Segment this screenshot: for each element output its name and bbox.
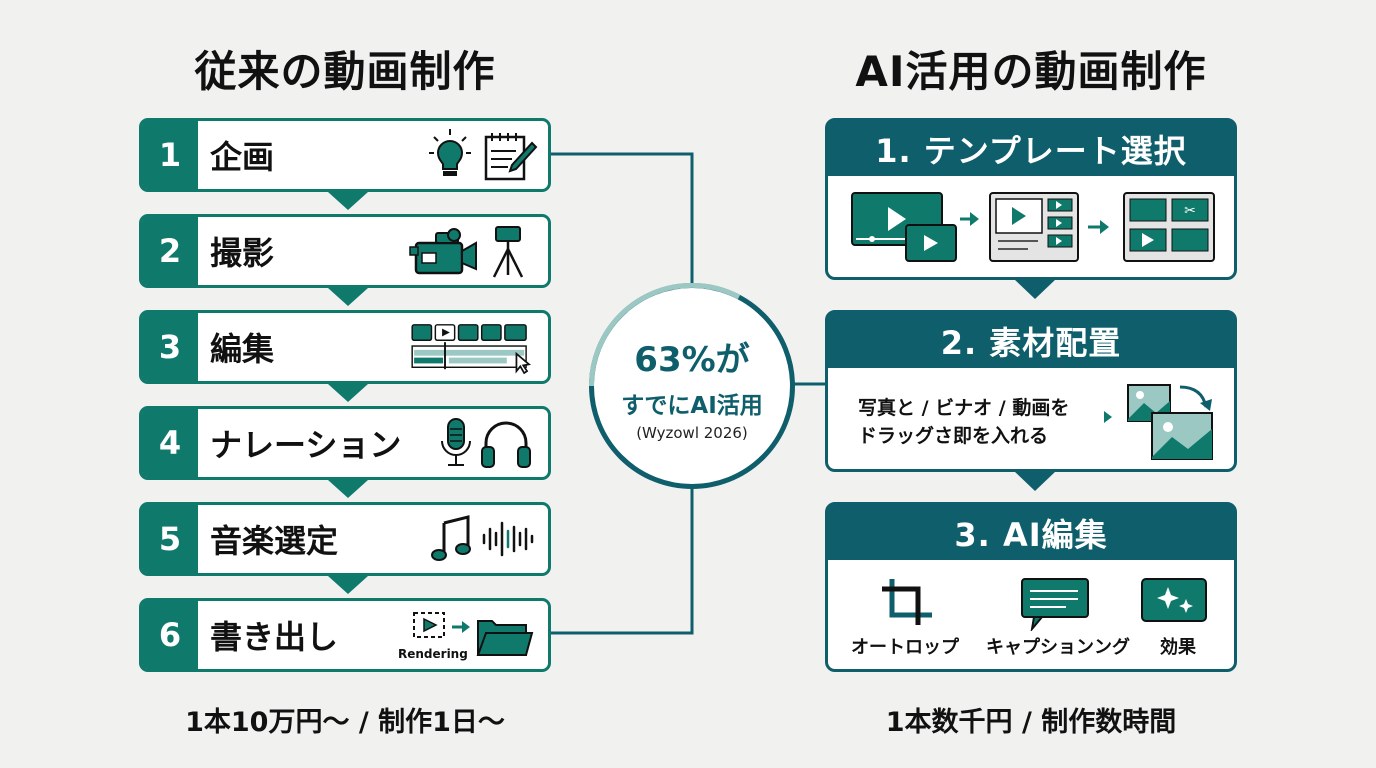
step-number: 2 <box>142 217 198 285</box>
microphone-icon <box>441 418 471 466</box>
right-heading: AI活用の動画制作 <box>855 47 1207 96</box>
step-5: 5 音楽選定 <box>139 502 551 594</box>
left-footer: 1本10万円〜 / 制作1日〜 <box>185 707 505 738</box>
step-4: 4 ナレーション <box>139 406 551 498</box>
step-number: 4 <box>142 409 198 477</box>
step-number: 1 <box>142 121 198 189</box>
template-layouts-icon: ✂ <box>851 192 1215 262</box>
step-number: 6 <box>142 601 198 669</box>
placement-text-line1: 写真と / ビナオ / 動画を <box>858 397 1070 419</box>
render-play-icon <box>413 612 445 638</box>
lightbulb-icon <box>429 129 471 176</box>
step-number: 5 <box>142 505 198 573</box>
panel-material-placement: 2. 素材配置 写真と / ビナオ / 動画を ドラッグさ即を入れる <box>825 310 1237 491</box>
stat-percent: 63%が <box>634 340 750 380</box>
placement-text-line2: ドラッグさ即を入れる <box>858 425 1049 447</box>
step-3: 3 編集 <box>139 310 551 402</box>
feature-autocrop: オートロップ <box>851 637 959 658</box>
sparkle-effect-icon <box>1141 578 1207 622</box>
step-label: 音楽選定 <box>210 522 339 560</box>
music-note-icon <box>431 515 471 561</box>
feature-effects: 効果 <box>1160 637 1196 658</box>
step-6: 6 書き出し Rendering <box>139 598 551 672</box>
step-label: 編集 <box>210 330 275 368</box>
panel-ai-editing: 3. AI編集 オートロップ キャプションング 効果 <box>825 502 1237 672</box>
tripod-camera-icon <box>492 226 524 278</box>
stat-circle: 63%が すでにAI活用 (Wyzowl 2026) <box>589 283 795 489</box>
stat-source: (Wyzowl 2026) <box>636 424 748 442</box>
caption-bubble-icon <box>1021 578 1089 631</box>
crop-icon <box>882 579 932 625</box>
stat-arc <box>589 283 741 387</box>
step-1: 1 企画 <box>139 118 551 210</box>
panel-title: 2. 素材配置 <box>828 313 1234 368</box>
timeline-editor-icon <box>411 324 531 375</box>
step-label: 撮影 <box>210 234 275 272</box>
panel-template-select: 1. テンプレート選択 ✂ <box>825 118 1237 299</box>
step-label: 企画 <box>210 138 275 176</box>
stat-text: すでにAI活用 <box>621 393 763 419</box>
feature-captioning: キャプションング <box>986 637 1130 658</box>
rendering-caption: Rendering <box>398 647 468 661</box>
svg-text:✂: ✂ <box>1184 203 1196 219</box>
folder-icon <box>476 620 534 656</box>
video-camera-icon <box>409 228 477 275</box>
panel-title: 3. AI編集 <box>828 505 1234 560</box>
headphones-icon <box>481 421 531 468</box>
step-number: 3 <box>142 313 198 381</box>
image-icon <box>1127 384 1213 460</box>
arrow-right-icon <box>452 621 470 633</box>
sound-wave-icon <box>482 521 534 557</box>
step-2: 2 撮影 <box>139 214 551 306</box>
chevron-right-icon <box>1104 411 1112 423</box>
notepad-pencil-icon <box>484 133 538 181</box>
right-footer: 1本数千円 / 制作数時間 <box>885 707 1177 738</box>
step-label: ナレーション <box>210 426 402 464</box>
step-label: 書き出し <box>210 618 339 656</box>
panel-title: 1. テンプレート選択 <box>828 121 1234 176</box>
left-heading: 従来の動画制作 <box>194 47 496 96</box>
